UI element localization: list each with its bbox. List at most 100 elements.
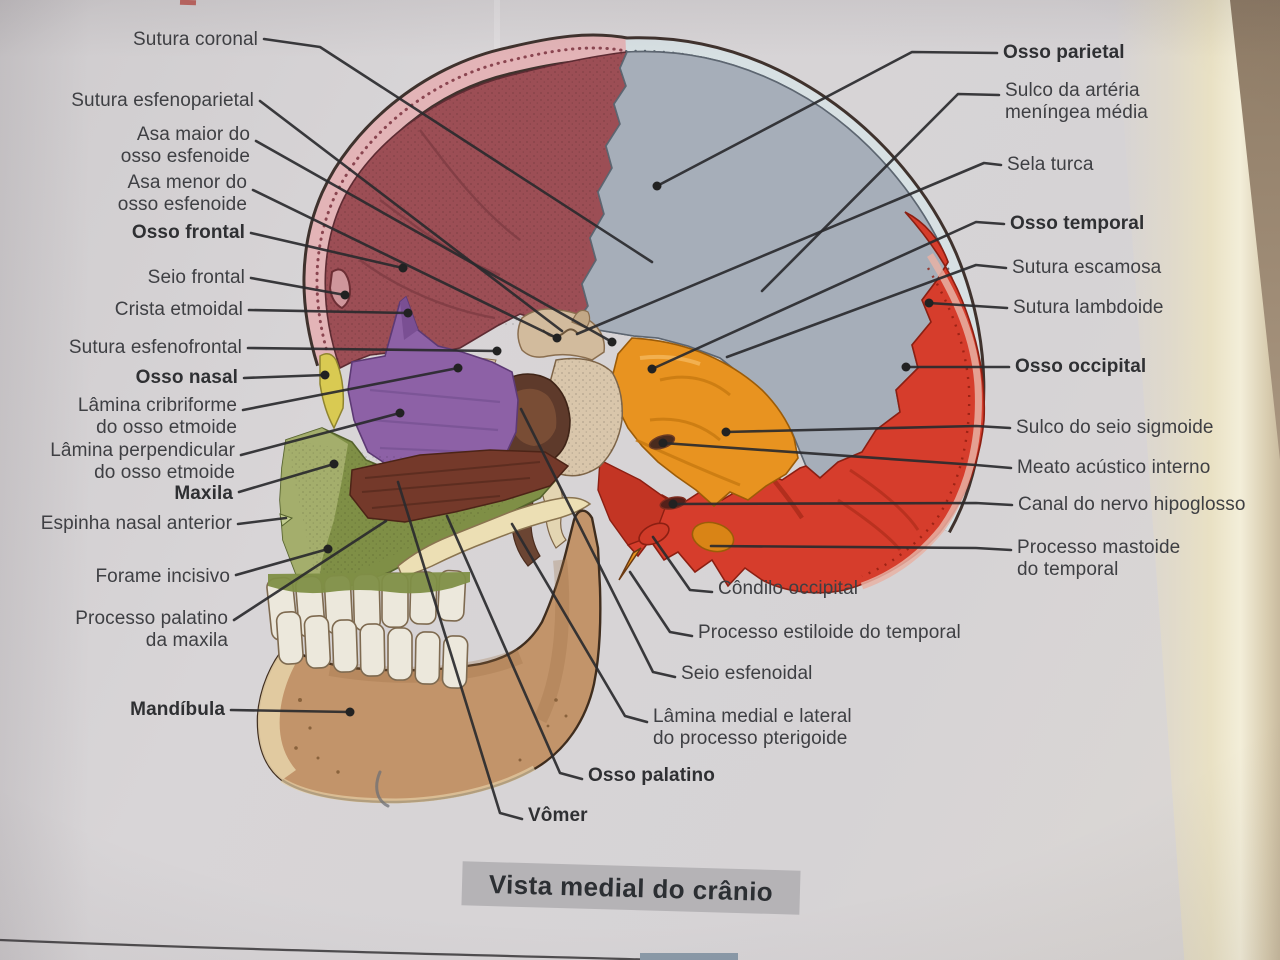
mandible-pores: [294, 698, 568, 774]
leader-line-condilo-occipital: [651, 535, 714, 594]
temporal-bone-region: [611, 337, 799, 581]
anatomy-label-seio-esfenoidal: Seio esfenoidal: [681, 663, 813, 684]
leader-dot-sutura-esfenofrontal: [492, 346, 502, 356]
tooth: [359, 623, 386, 677]
leader-line-sela-turca: [575, 161, 1003, 336]
vomer-striations: [361, 461, 541, 509]
upper-gum-line: [268, 572, 470, 594]
leader-dot-maxila: [329, 459, 339, 469]
leader-line-processo-estiloide-do-temporal: [628, 570, 694, 638]
leader-line-meato-acustico-interno: [661, 441, 1013, 470]
anterior-nasal-spine: [279, 513, 294, 527]
anatomy-label-sutura-esfenofrontal: Sutura esfenofrontal: [68, 337, 242, 358]
anatomy-label-forame-incisivo: Forame incisivo: [95, 566, 230, 587]
leader-line-sutura-esfenofrontal: [246, 346, 499, 353]
leader-line-lamina-medial-e-lateral-do-processo-pterigoide: [510, 522, 649, 724]
leader-line-osso-parietal: [655, 50, 999, 188]
occipital-bone-region: [597, 211, 986, 594]
anatomy-label-condilo-occipital: Côndilo occipital: [718, 578, 859, 599]
anatomy-label-osso-nasal: Osso nasal: [135, 367, 238, 388]
anatomy-label-canal-do-nervo-hipoglosso: Canal do nervo hipoglosso: [1018, 494, 1246, 515]
anatomy-label-sulco-da-arteria-meningea-media: Sulco da artéria meníngea média: [1005, 80, 1148, 123]
palatine-process-band: [397, 496, 592, 577]
page-rule-line: [0, 938, 701, 960]
anatomy-label-sela-turca: Sela turca: [1007, 154, 1094, 175]
anatomy-label-osso-parietal: Osso parietal: [1003, 42, 1125, 63]
leader-line-processo-palatino-da-maxila: [232, 519, 388, 622]
leader-line-forame-incisivo: [234, 547, 330, 577]
leader-dot-lamina-cribriforme-do-osso-etmoide: [453, 363, 463, 373]
leader-dot-sutura-lambdoide: [924, 298, 934, 308]
anatomy-label-lamina-cribriforme-do-osso-etmoide: Lâmina cribriforme do osso etmoide: [77, 395, 237, 438]
leader-line-canal-do-nervo-hipoglosso: [671, 501, 1014, 507]
leader-dot-canal-do-nervo-hipoglosso: [668, 499, 678, 509]
leader-line-crista-etmoidal: [247, 308, 410, 315]
leader-line-osso-palatino: [445, 514, 584, 781]
leader-dot-forame-incisivo: [323, 544, 333, 554]
anatomy-label-lamina-perpendicular-do-osso-etmoide: Lâmina perpendicular do osso etmoide: [50, 440, 235, 483]
leader-line-vomer: [396, 480, 524, 821]
leader-line-osso-nasal: [242, 373, 327, 380]
anatomy-label-asa-menor-do-osso-esfenoide: Asa menor do osso esfenoide: [117, 172, 247, 215]
leader-line-seio-esfenoidal: [519, 407, 677, 679]
tooth: [414, 631, 441, 685]
leader-line-processo-mastoide-do-temporal: [709, 544, 1013, 552]
anatomy-label-mandibula: Mandíbula: [130, 699, 225, 720]
leader-dot-sulco-do-seio-sigmoide: [721, 427, 731, 437]
anatomy-label-asa-maior-do-osso-esfenoide: Asa maior do osso esfenoide: [120, 124, 250, 167]
anatomy-label-seio-frontal: Seio frontal: [147, 267, 245, 288]
anatomy-label-osso-temporal: Osso temporal: [1010, 213, 1145, 234]
sphenoid-sella-region: [497, 308, 624, 567]
next-figure-edge: [640, 953, 738, 960]
leader-dot-meato-acustico-interno: [658, 438, 668, 448]
leader-line-seio-frontal: [249, 276, 347, 297]
occipital-outer-rim: [860, 253, 982, 590]
anatomy-label-lamina-medial-e-lateral-do-processo-pterigoide: Lâmina medial e lateral do processo pter…: [653, 706, 852, 749]
leader-line-osso-frontal: [249, 231, 405, 270]
mastoid-process: [691, 521, 735, 553]
tooth: [331, 619, 359, 673]
anatomy-label-sutura-lambdoide: Sutura lambdoide: [1013, 297, 1164, 318]
leader-line-lamina-cribriforme-do-osso-etmoide: [241, 366, 460, 412]
leader-dot-osso-parietal: [652, 181, 662, 191]
leader-dot-asa-maior-do-osso-esfenoide: [607, 337, 617, 347]
frontal-bone-region: [324, 51, 629, 370]
anatomy-label-maxila: Maxila: [174, 483, 233, 504]
leader-dot-osso-temporal: [647, 364, 657, 374]
leader-dot-mandibula: [345, 707, 355, 717]
leader-line-sutura-lambdoide: [927, 301, 1009, 310]
leader-line-osso-temporal: [650, 220, 1006, 371]
leader-line-asa-maior-do-osso-esfenoide: [254, 139, 614, 344]
anatomy-label-sutura-escamosa: Sutura escamosa: [1012, 257, 1162, 278]
leader-dot-crista-etmoidal: [403, 308, 413, 318]
pen-mark: [375, 770, 390, 808]
leader-dot-osso-frontal: [398, 263, 408, 273]
leader-dot-seio-frontal: [340, 290, 350, 300]
tooth: [275, 610, 304, 665]
leader-dot-lamina-perpendicular-do-osso-etmoide: [395, 408, 405, 418]
styloid-process: [618, 547, 642, 581]
anatomy-label-processo-estiloide-do-temporal: Processo estiloide do temporal: [698, 622, 961, 643]
crista-galli: [400, 297, 418, 340]
leader-line-sutura-esfenoparietal: [258, 99, 564, 333]
leader-line-maxila: [237, 462, 336, 494]
anatomy-label-osso-frontal: Osso frontal: [131, 222, 245, 243]
leader-line-espinha-nasal-anterior: [236, 516, 288, 526]
anatomy-label-osso-occipital: Osso occipital: [1015, 356, 1147, 377]
anatomy-label-espinha-nasal-anterior: Espinha nasal anterior: [40, 513, 232, 534]
tooth: [387, 627, 413, 681]
tooth: [303, 615, 332, 669]
leader-line-lamina-perpendicular-do-osso-etmoide: [239, 411, 402, 457]
anatomy-label-vomer: Vômer: [528, 805, 588, 826]
leader-dot-osso-occipital: [901, 362, 911, 372]
anatomy-label-sulco-do-seio-sigmoide: Sulco do seio sigmoide: [1016, 417, 1214, 438]
leader-dot-asa-menor-do-osso-esfenoide: [552, 333, 562, 343]
leader-line-sutura-coronal: [262, 37, 654, 264]
anatomy-label-crista-etmoidal: Crista etmoidal: [114, 299, 243, 320]
anatomy-label-sutura-coronal: Sutura coronal: [133, 29, 258, 50]
anatomy-label-processo-palatino-da-maxila: Processo palatino da maxila: [75, 608, 228, 651]
